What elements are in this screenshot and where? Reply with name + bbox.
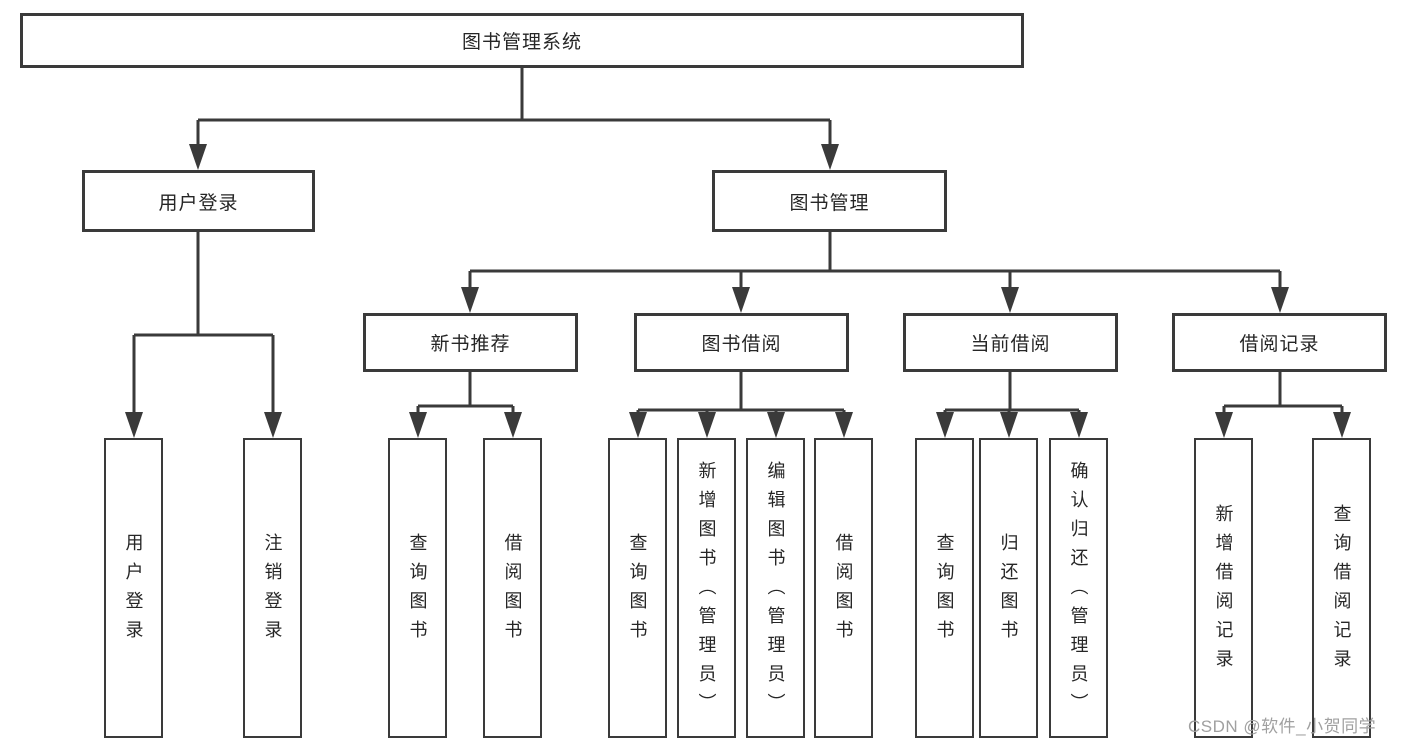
node-label: 用户登录 [123, 533, 144, 649]
arrowhead [264, 412, 282, 438]
arrowhead [936, 412, 954, 438]
node-label: 新书推荐 [430, 334, 511, 355]
node-query-books-current: 查询图书 [915, 438, 974, 738]
arrowhead [835, 412, 853, 438]
arrowhead [698, 412, 716, 438]
node-label: 注销登录 [262, 533, 283, 649]
node-current-borrowing: 当前借阅 [903, 313, 1118, 372]
arrowhead [1000, 412, 1018, 438]
arrowhead [1070, 412, 1088, 438]
arrowhead [1215, 412, 1233, 438]
node-user-login-action: 用户登录 [104, 438, 163, 738]
node-label: 编辑图书（管理员） [765, 460, 786, 722]
node-label: 图书管理 [789, 192, 870, 214]
arrowhead [629, 412, 647, 438]
node-label: 用户登录 [158, 192, 239, 214]
arrowhead [504, 412, 522, 438]
arrowhead [1333, 412, 1351, 438]
node-label: 查询图书 [407, 533, 428, 649]
node-return-books: 归还图书 [979, 438, 1038, 738]
node-new-book-recommendation: 新书推荐 [363, 313, 578, 372]
node-book-borrowing: 图书借阅 [634, 313, 849, 372]
arrowhead [821, 144, 839, 170]
node-label: 查询图书 [934, 533, 955, 649]
node-label: 借阅记录 [1239, 334, 1320, 355]
node-label: 查询图书 [627, 533, 648, 649]
arrowhead [409, 412, 427, 438]
node-label: 图书管理系统 [461, 32, 582, 53]
node-query-books-recommend: 查询图书 [388, 438, 447, 738]
node-label: 当前借阅 [970, 334, 1051, 355]
node-confirm-return-admin: 确认归还（管理员） [1049, 438, 1108, 738]
arrowhead [189, 144, 207, 170]
node-borrow-books-borrowing: 借阅图书 [814, 438, 873, 738]
node-borrowing-records: 借阅记录 [1172, 313, 1387, 372]
csdn-watermark: CSDN @软件_小贺同学 [1188, 717, 1377, 736]
node-logout: 注销登录 [243, 438, 302, 738]
node-library-management-system: 图书管理系统 [20, 13, 1024, 68]
node-label: 图书借阅 [701, 334, 782, 355]
arrowhead [767, 412, 785, 438]
arrowhead [1001, 287, 1019, 313]
node-add-borrowing-record: 新增借阅记录 [1194, 438, 1253, 738]
node-edit-books-admin: 编辑图书（管理员） [746, 438, 805, 738]
node-query-borrowing-record: 查询借阅记录 [1312, 438, 1371, 738]
node-label: 新增图书（管理员） [696, 460, 717, 722]
node-borrow-books-recommend: 借阅图书 [483, 438, 542, 738]
node-label: 借阅图书 [502, 533, 523, 649]
arrowhead [1271, 287, 1289, 313]
node-label: 查询借阅记录 [1331, 504, 1352, 678]
node-user-login: 用户登录 [82, 170, 315, 232]
node-label: 借阅图书 [833, 533, 854, 649]
arrowhead [461, 287, 479, 313]
node-label: 确认归还（管理员） [1068, 460, 1089, 722]
arrowhead [125, 412, 143, 438]
arrowhead [732, 287, 750, 313]
node-label: 归还图书 [998, 533, 1019, 649]
node-book-management: 图书管理 [712, 170, 947, 232]
node-add-books-admin: 新增图书（管理员） [677, 438, 736, 738]
node-query-books-borrowing: 查询图书 [608, 438, 667, 738]
node-label: 新增借阅记录 [1213, 504, 1234, 678]
